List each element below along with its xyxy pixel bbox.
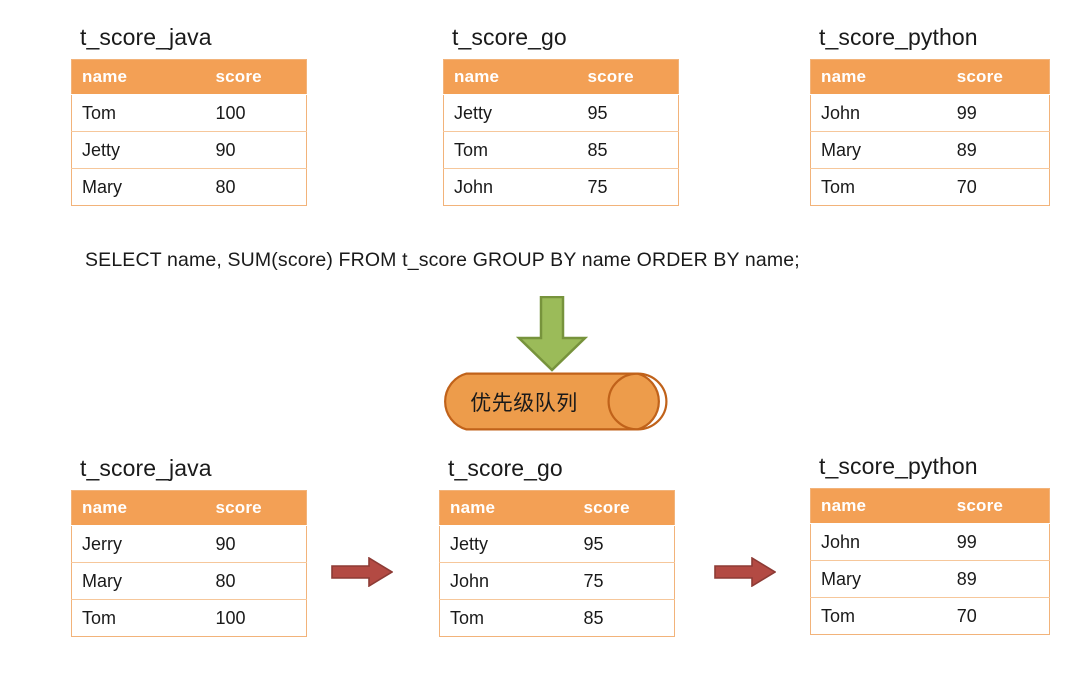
cell-name: Tom [810,597,947,635]
table-title: t_score_java [80,455,212,481]
table-row: Mary 89 [810,131,1050,169]
score-table: name score John 99 Mary 89 Tom 70 [810,488,1050,635]
table-row: Jetty 95 [439,525,675,563]
table-row: John 75 [443,168,679,206]
table-title: t_score_python [819,24,978,50]
table-header-row: name score [439,490,675,526]
cell-score: 80 [205,168,307,206]
table-block-top-java: t_score_java name score Tom 100 Jetty 90… [71,22,307,206]
cell-score: 99 [946,523,1050,561]
table-block-bottom-java: t_score_java name score Jerry 90 Mary 80… [71,453,307,637]
cell-score: 89 [946,131,1050,169]
table-row: Tom 85 [443,131,679,169]
table-block-top-go: t_score_go name score Jetty 95 Tom 85 Jo… [443,22,679,206]
table-row: Tom 70 [810,597,1050,635]
cell-score: 70 [946,168,1050,206]
cell-name: Jetty [439,525,574,563]
table-header-row: name score [810,488,1050,524]
cell-score: 75 [577,168,679,206]
sql-statement: SELECT name, SUM(score) FROM t_score GRO… [85,249,800,271]
cell-name: John [810,94,947,132]
table-row: Mary 80 [71,168,307,206]
score-table: name score Jetty 95 Tom 85 John 75 [443,59,679,206]
cell-score: 99 [946,94,1050,132]
cell-name: Tom [71,599,206,637]
table-block-bottom-python: t_score_python name score John 99 Mary 8… [810,451,1050,635]
cell-score: 89 [946,560,1050,598]
cell-name: Mary [71,562,206,600]
cell-name: Tom [439,599,574,637]
cell-name: Jetty [71,131,206,169]
table-row: John 99 [810,523,1050,561]
cell-name: Tom [810,168,947,206]
cell-name: Mary [71,168,206,206]
column-header-score: score [577,59,679,95]
cell-name: Mary [810,560,947,598]
column-header-score: score [573,490,675,526]
cell-score: 75 [573,562,675,600]
table-row: Mary 89 [810,560,1050,598]
cell-score: 100 [205,94,307,132]
table-row: Mary 80 [71,562,307,600]
score-table: name score Tom 100 Jetty 90 Mary 80 [71,59,307,206]
table-row: Tom 85 [439,599,675,637]
table-block-top-python: t_score_python name score John 99 Mary 8… [810,22,1050,206]
cell-name: Mary [810,131,947,169]
column-header-name: name [443,59,578,95]
column-header-name: name [71,490,206,526]
table-header-row: name score [810,59,1050,95]
table-title: t_score_java [80,24,212,50]
green-down-arrow-icon [515,295,589,372]
cell-score: 85 [573,599,675,637]
cell-score: 85 [577,131,679,169]
column-header-name: name [439,490,574,526]
table-row: Tom 100 [71,94,307,132]
table-row: John 75 [439,562,675,600]
table-title: t_score_go [452,24,567,50]
cell-name: Jetty [443,94,578,132]
table-row: John 99 [810,94,1050,132]
cell-name: John [439,562,574,600]
table-header-row: name score [443,59,679,95]
cell-name: John [810,523,947,561]
cell-name: Tom [443,131,578,169]
score-table: name score Jetty 95 John 75 Tom 85 [439,490,675,637]
table-row: Jetty 95 [443,94,679,132]
table-title: t_score_python [819,453,978,479]
score-table: name score Jerry 90 Mary 80 Tom 100 [71,490,307,637]
cell-score: 100 [205,599,307,637]
cell-score: 70 [946,597,1050,635]
red-right-arrow-icon-2 [714,556,777,588]
cell-score: 95 [577,94,679,132]
column-header-name: name [810,488,947,524]
table-title: t_score_go [448,455,563,481]
table-row: Jerry 90 [71,525,307,563]
table-row: Tom 100 [71,599,307,637]
table-header-row: name score [71,59,307,95]
column-header-score: score [946,59,1050,95]
column-header-score: score [946,488,1050,524]
column-header-name: name [71,59,206,95]
table-row: Jetty 90 [71,131,307,169]
cell-name: Tom [71,94,206,132]
cell-score: 90 [205,131,307,169]
table-row: Tom 70 [810,168,1050,206]
table-block-bottom-go: t_score_go name score Jetty 95 John 75 T… [439,453,675,637]
column-header-score: score [205,490,307,526]
cell-score: 90 [205,525,307,563]
cell-name: Jerry [71,525,206,563]
cell-score: 95 [573,525,675,563]
column-header-name: name [810,59,947,95]
score-table: name score John 99 Mary 89 Tom 70 [810,59,1050,206]
red-right-arrow-icon-1 [331,556,394,588]
priority-queue-cylinder: 优先级队列 [436,372,668,431]
cell-name: John [443,168,578,206]
cell-score: 80 [205,562,307,600]
table-header-row: name score [71,490,307,526]
column-header-score: score [205,59,307,95]
